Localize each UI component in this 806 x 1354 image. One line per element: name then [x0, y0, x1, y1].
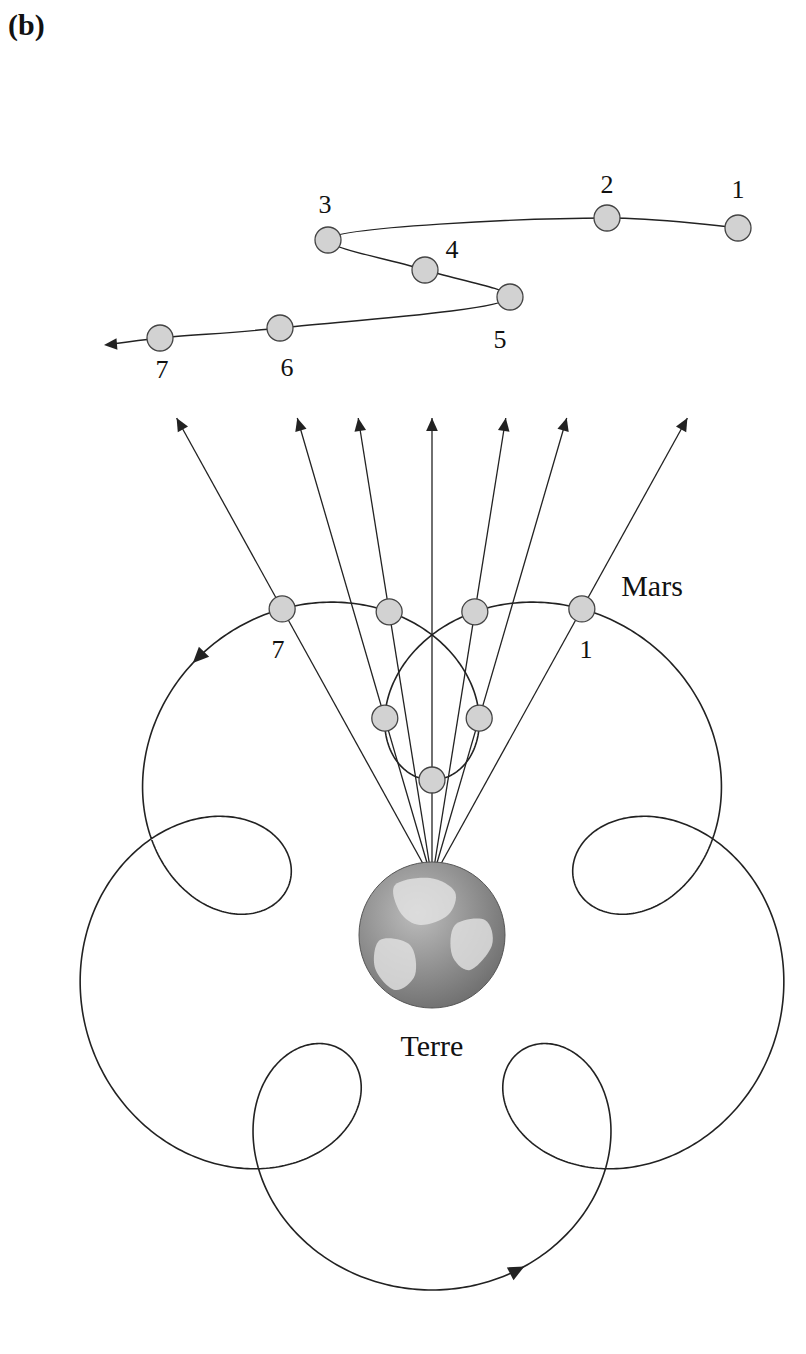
sky-path: [112, 218, 738, 344]
sight-arrow: [177, 418, 188, 432]
sight-arrow: [295, 418, 306, 432]
planet-name: Mars: [621, 571, 683, 601]
sky-dot: [267, 315, 293, 341]
continent: [450, 919, 492, 971]
sight-line: [432, 418, 567, 880]
sky-number: 4: [446, 237, 459, 263]
sky-number: 1: [732, 177, 745, 203]
direction-arrow: [193, 647, 209, 663]
sky-dot: [497, 284, 523, 310]
sight-arrow: [354, 418, 366, 432]
earth-disc: [359, 862, 505, 1008]
mars-dot: [419, 767, 445, 793]
sky-number: 7: [156, 357, 169, 383]
mars-positions: [269, 596, 595, 793]
sky-number: 2: [601, 172, 614, 198]
sky-dot: [594, 205, 620, 231]
mars-dot: [376, 599, 402, 625]
panel-letter: (b): [8, 10, 45, 40]
continent: [374, 938, 416, 990]
sky-arrowhead: [104, 338, 117, 350]
sight-arrow: [557, 418, 568, 432]
mars-dot: [372, 705, 398, 731]
sight-line: [431, 418, 432, 880]
sky-number: 3: [319, 192, 332, 218]
sight-line: [358, 418, 432, 880]
mars-dot: [462, 599, 488, 625]
continent: [393, 878, 456, 925]
sight-arrow: [498, 418, 510, 432]
sight-arrow: [676, 418, 687, 432]
sky-arrow: [104, 338, 117, 350]
sky-number: 6: [281, 355, 294, 381]
sight-line: [297, 418, 432, 880]
mars-dot: [269, 596, 295, 622]
sight-arrow: [426, 418, 438, 431]
position-number: 1: [580, 637, 593, 663]
path-arrows: [193, 647, 525, 1281]
sight-line: [432, 418, 687, 880]
sight-line: [432, 418, 506, 880]
sky-dot: [725, 215, 751, 241]
sky-dot: [147, 325, 173, 351]
position-number: 7: [272, 637, 285, 663]
sight-lines: [177, 418, 688, 880]
mars-dot: [466, 705, 492, 731]
sky-dot: [412, 257, 438, 283]
direction-arrow: [507, 1266, 525, 1280]
earth-name: Terre: [401, 1031, 464, 1061]
sky-positions: [147, 205, 751, 351]
mars-dot: [569, 596, 595, 622]
sky-dot: [315, 227, 341, 253]
earth-globe: [359, 862, 505, 1008]
sky-number: 5: [494, 327, 507, 353]
sight-line: [177, 418, 432, 880]
